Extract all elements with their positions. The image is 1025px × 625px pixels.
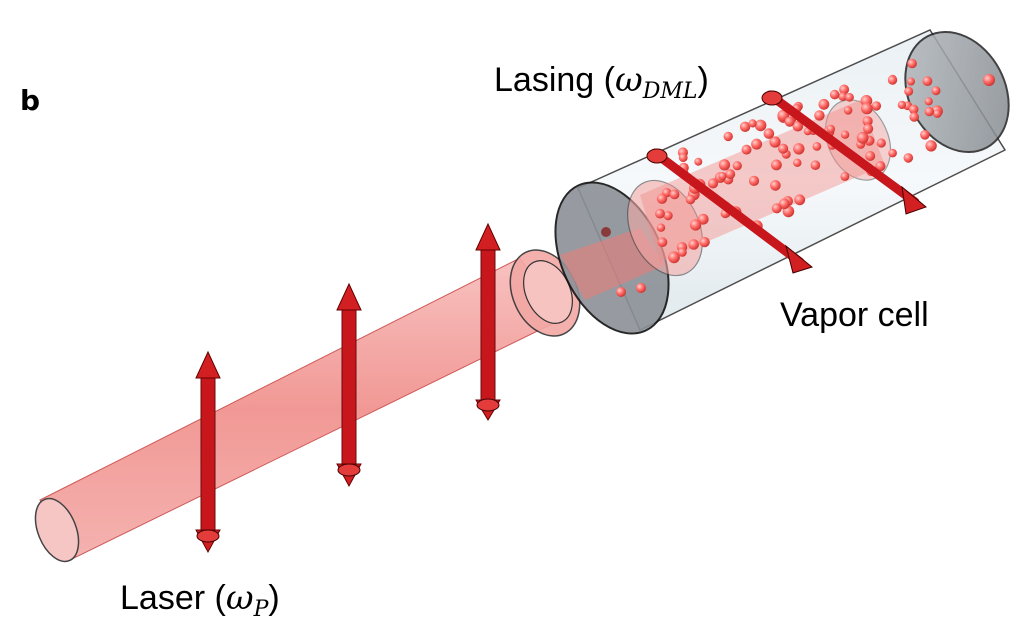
pump-polarization-arrows (195, 222, 501, 554)
atom (778, 143, 789, 154)
laser-omega: ω (225, 578, 254, 618)
atom (826, 124, 835, 134)
pump-arrow-1 (195, 350, 221, 554)
atom (840, 171, 850, 181)
atom (688, 239, 699, 250)
atom (810, 160, 821, 170)
atom (924, 106, 934, 117)
atom (793, 158, 802, 167)
atom (792, 120, 804, 132)
atom (778, 198, 790, 210)
atom (908, 104, 919, 115)
atom (865, 151, 876, 161)
atom (685, 194, 696, 205)
atom (741, 144, 752, 155)
laser-label: Laser (ωP) (120, 578, 280, 622)
atom (794, 194, 806, 206)
atom (845, 92, 854, 102)
beam-entry-face (34, 497, 80, 563)
atom (718, 172, 727, 181)
atom (907, 77, 915, 86)
atom (668, 251, 680, 264)
atom (723, 131, 733, 142)
atom (771, 159, 782, 171)
lasing-arrow-1 (646, 148, 814, 274)
atom (838, 92, 848, 101)
atom (793, 143, 805, 155)
atom (655, 208, 665, 219)
atom (888, 148, 897, 158)
atom (862, 116, 873, 127)
atom (754, 119, 767, 132)
lasing-suffix: ) (697, 61, 709, 99)
atom (689, 219, 702, 231)
atom (840, 130, 850, 139)
panel-label: b (20, 84, 41, 117)
atom (699, 236, 710, 248)
atom (814, 110, 825, 121)
atom (748, 119, 757, 128)
atom (904, 86, 914, 96)
atom (656, 193, 668, 204)
atom (697, 213, 709, 225)
atom (763, 128, 775, 139)
atom (887, 75, 898, 85)
lasing-arrow-2 (761, 90, 927, 215)
atom (657, 237, 668, 248)
atom (903, 153, 914, 163)
atom (718, 159, 731, 171)
atom (725, 169, 736, 180)
atom (694, 157, 703, 166)
atom (829, 89, 840, 100)
atom (863, 123, 874, 134)
lasing-subscript: DML (642, 79, 698, 104)
atom (931, 86, 941, 96)
atom (920, 130, 930, 140)
atom (876, 138, 886, 148)
atom (751, 138, 763, 150)
atom (770, 180, 781, 191)
pump-arrow-3 (475, 222, 501, 421)
atom (875, 161, 886, 172)
atom (769, 136, 781, 148)
atom (843, 106, 853, 115)
pump-arrow-2 (336, 282, 362, 488)
atom (707, 178, 719, 189)
atom (839, 84, 850, 95)
atom (739, 121, 751, 132)
atom (856, 131, 869, 144)
atom (812, 142, 822, 151)
atom (669, 189, 680, 200)
atom (656, 223, 666, 232)
atom (663, 211, 673, 221)
laser-prefix: Laser ( (120, 579, 226, 617)
atom (924, 97, 933, 106)
atom (922, 76, 933, 86)
atom (748, 175, 760, 186)
atom (678, 153, 688, 163)
atom (933, 109, 942, 118)
atom (784, 116, 795, 127)
atom (861, 102, 873, 115)
atom (909, 112, 919, 122)
atom (732, 161, 742, 171)
atom (897, 100, 907, 110)
lasing-arrows (646, 90, 927, 274)
lasing-label: Lasing (ωDML) (494, 60, 709, 104)
atom (871, 101, 882, 111)
atom (818, 98, 830, 110)
lasing-omega: ω (614, 60, 643, 100)
atom (677, 247, 687, 257)
atom (925, 140, 937, 152)
pump-laser-beam (34, 249, 581, 563)
atom (907, 58, 917, 69)
laser-subscript: P (253, 597, 269, 622)
atoms-front (601, 74, 995, 297)
vapor-cell-label: Vapor cell (780, 296, 929, 334)
atom (771, 203, 782, 214)
laser-suffix: ) (268, 579, 280, 617)
lasing-prefix: Lasing ( (494, 61, 615, 99)
